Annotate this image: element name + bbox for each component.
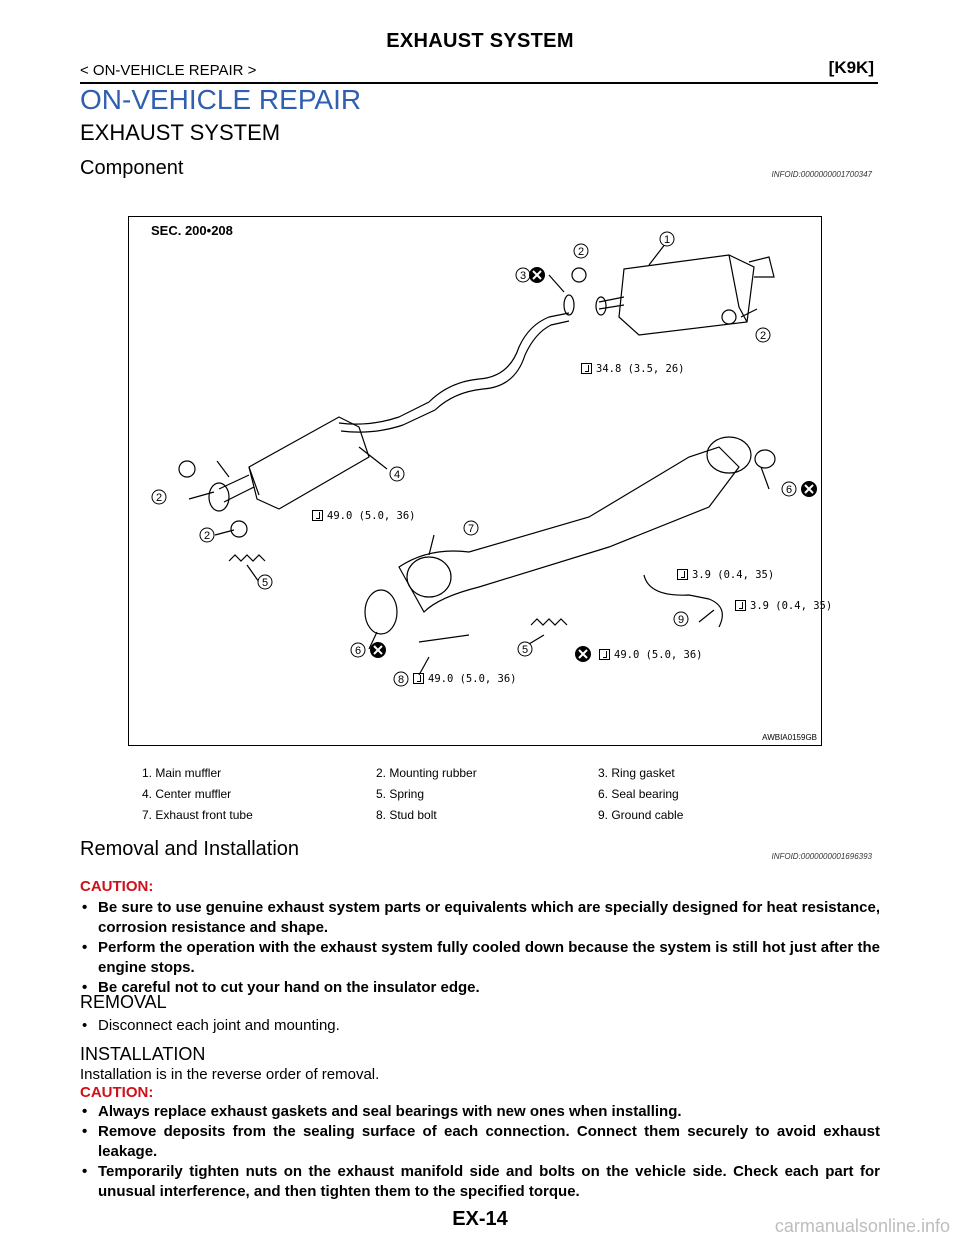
caution-item: Perform the operation with the exhaust s…: [80, 938, 880, 978]
torque-label-1: 34.8 (3.5, 26): [581, 363, 685, 375]
removal-steps: Disconnect each joint and mounting.: [80, 1016, 880, 1036]
callout-8: 8: [393, 671, 409, 687]
callout-6b: 6: [350, 642, 366, 658]
callout-1: 1: [659, 231, 675, 247]
svg-text:6: 6: [355, 645, 361, 657]
front-tube-shape: [398, 446, 740, 613]
torque-label-5: 49.0 (5.0, 36): [599, 649, 703, 661]
figure-id: AWBIA0159GB: [762, 733, 817, 742]
svg-text:2: 2: [156, 492, 162, 504]
main-muffler-shape: [618, 254, 755, 336]
svg-text:3: 3: [520, 270, 526, 282]
torque-icon: [581, 363, 592, 374]
caution-item: Temporarily tighten nuts on the exhaust …: [80, 1162, 880, 1202]
caution-item: Always replace exhaust gaskets and seal …: [80, 1102, 880, 1122]
ring-gasket-shape: [563, 294, 575, 316]
watermark: carmanualsonline.info: [774, 1216, 950, 1236]
installation-caution-list: Always replace exhaust gaskets and seal …: [80, 1102, 880, 1202]
torque-icon: [677, 569, 688, 580]
installation-heading: INSTALLATION: [80, 1044, 206, 1064]
page-number: EX-14: [452, 1208, 508, 1230]
callout-4: 4: [389, 466, 405, 482]
legend-item: 7. Exhaust front tube: [142, 808, 253, 822]
torque-label-2: 49.0 (5.0, 36): [312, 510, 416, 522]
legend-item: 9. Ground cable: [598, 808, 684, 822]
removal-step: Disconnect each joint and mounting.: [80, 1016, 880, 1036]
legend-row: 7. Exhaust front tube 8. Stud bolt 9. Gr…: [142, 804, 832, 825]
svg-text:2: 2: [204, 530, 210, 542]
svg-text:2: 2: [760, 330, 766, 342]
callout-2d: 2: [199, 527, 215, 543]
subtitle: EXHAUST SYSTEM: [80, 120, 281, 145]
svg-text:8: 8: [398, 674, 404, 686]
center-muffler-shape: [248, 416, 370, 510]
torque-label-6: 49.0 (5.0, 36): [413, 673, 517, 685]
callout-2c: 2: [151, 489, 167, 505]
svg-text:4: 4: [394, 469, 400, 481]
caution-item: Be sure to use genuine exhaust system pa…: [80, 898, 880, 938]
header-title: EXHAUST SYSTEM: [386, 30, 574, 52]
header-section: < ON-VEHICLE REPAIR >: [80, 62, 257, 79]
caution-item: Be careful not to cut your hand on the i…: [80, 978, 880, 998]
removal-infoid: INFOID:0000000001696393: [771, 852, 872, 861]
parts-legend: 1. Main muffler 2. Mounting rubber 3. Ri…: [142, 762, 832, 825]
callout-5b: 5: [517, 641, 533, 657]
legend-item: 6. Seal bearing: [598, 787, 679, 801]
legend-item: 3. Ring gasket: [598, 766, 675, 780]
svg-text:6: 6: [786, 484, 792, 496]
caution-list: Be sure to use genuine exhaust system pa…: [80, 898, 880, 998]
torque-icon: [312, 510, 323, 521]
exhaust-diagram: 1 2 3 2 4 6 2 2 5 7 6 9 5 8 SEC. 200•208…: [128, 216, 832, 746]
page-title: ON-VEHICLE REPAIR: [80, 84, 362, 115]
component-infoid: INFOID:0000000001700347: [771, 170, 872, 179]
component-heading: Component: [80, 157, 184, 179]
callout-5a: 5: [257, 574, 273, 590]
svg-text:9: 9: [678, 614, 684, 626]
callout-2b: 2: [755, 327, 771, 343]
legend-item: 1. Main muffler: [142, 766, 222, 780]
callout-9: 9: [673, 611, 689, 627]
section-label: SEC. 200•208: [151, 223, 233, 238]
torque-icon: [735, 600, 746, 611]
caution-item: Remove deposits from the sealing surface…: [80, 1122, 880, 1162]
svg-text:5: 5: [262, 577, 268, 589]
installation-text: Installation is in the reverse order of …: [80, 1066, 380, 1083]
svg-text:7: 7: [468, 523, 474, 535]
legend-item: 5. Spring: [376, 787, 425, 801]
legend-row: 1. Main muffler 2. Mounting rubber 3. Ri…: [142, 762, 832, 783]
svg-text:1: 1: [664, 234, 670, 246]
removal-heading: REMOVAL: [80, 992, 167, 1012]
exhaust-illustration: 1 2 3 2 4 6 2 2 5 7 6 9 5 8: [151, 231, 817, 687]
torque-label-4: 3.9 (0.4, 35): [735, 600, 832, 612]
svg-text:5: 5: [522, 644, 528, 656]
legend-item: 8. Stud bolt: [376, 808, 437, 822]
legend-item: 4. Center muffler: [142, 787, 232, 801]
callout-2a: 2: [573, 243, 589, 259]
callout-6a: 6: [781, 481, 797, 497]
torque-icon: [413, 673, 424, 684]
header-engine-code: [K9K]: [828, 58, 874, 77]
installation-caution-label: CAUTION:: [80, 1084, 154, 1101]
torque-icon: [599, 649, 610, 660]
legend-item: 2. Mounting rubber: [376, 766, 477, 780]
legend-row: 4. Center muffler 5. Spring 6. Seal bear…: [142, 783, 832, 804]
torque-label-3: 3.9 (0.4, 35): [677, 569, 774, 581]
header-divider: [80, 82, 878, 84]
caution-label: CAUTION:: [80, 878, 154, 895]
callout-3: 3: [515, 267, 531, 283]
callout-7: 7: [463, 520, 479, 536]
svg-text:2: 2: [578, 246, 584, 258]
removal-installation-heading: Removal and Installation: [80, 838, 300, 860]
replace-mark-icons: [370, 267, 817, 662]
